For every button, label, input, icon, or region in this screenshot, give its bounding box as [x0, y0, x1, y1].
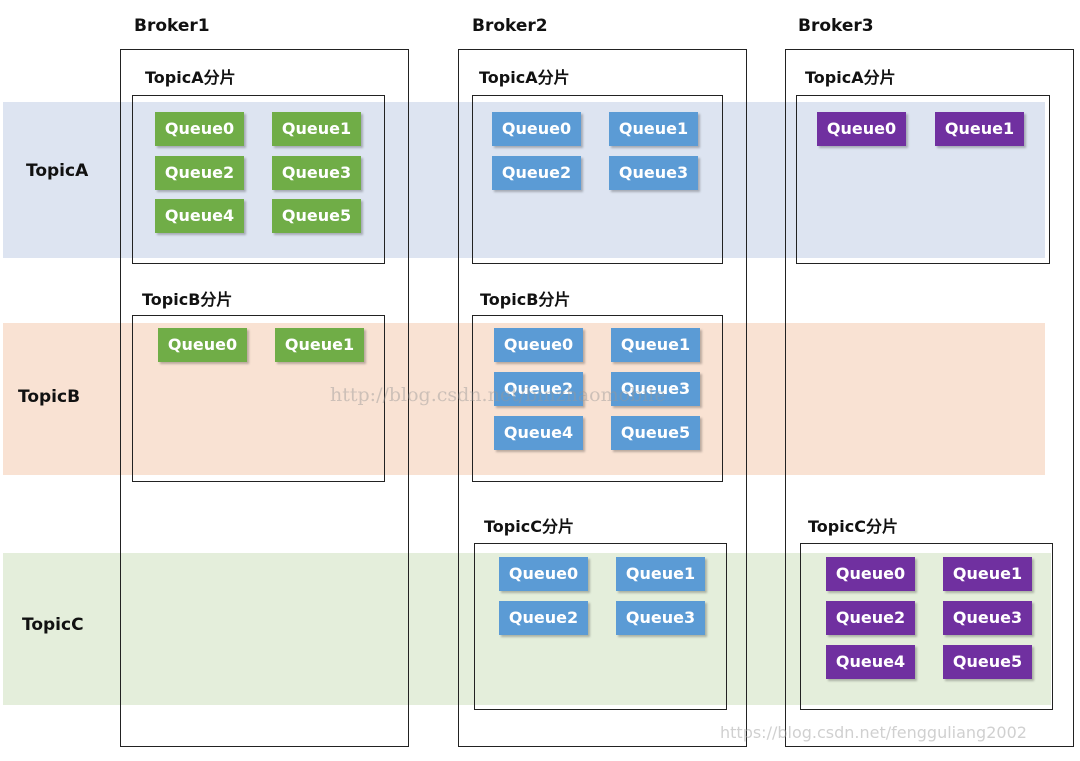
- broker2-topica-queue0: Queue0: [492, 112, 581, 146]
- broker2-topica-queue2: Queue2: [492, 156, 581, 190]
- broker2-topicc-queue1: Queue1: [616, 557, 705, 591]
- watermark-center: http://blog.csdn.net/binzhaomobile: [330, 384, 666, 406]
- broker3-topicc-shard-title: TopicC分片: [808, 517, 898, 536]
- broker3-topicc-queue3: Queue3: [943, 601, 1032, 635]
- topic-c-label: TopicC: [22, 615, 84, 635]
- broker1-topica-queue2: Queue2: [155, 156, 244, 190]
- broker3-topicc-queue4: Queue4: [826, 645, 915, 679]
- broker3-box: [785, 49, 1074, 747]
- broker2-topica-queue3: Queue3: [609, 156, 698, 190]
- broker3-topicc-queue0: Queue0: [826, 557, 915, 591]
- broker2-topicb-queue1: Queue1: [611, 328, 700, 362]
- broker2-topicc-queue2: Queue2: [499, 601, 588, 635]
- broker3-topica-queue1: Queue1: [935, 112, 1024, 146]
- broker1-topica-queue5: Queue5: [272, 199, 361, 233]
- broker1-topica-queue4: Queue4: [155, 199, 244, 233]
- broker2-box: [458, 49, 747, 747]
- watermark-corner: https://blog.csdn.net/fengguliang2002: [720, 723, 1027, 742]
- broker3-title: Broker3: [798, 16, 874, 36]
- broker2-topicb-shard: [472, 315, 723, 482]
- broker1-title: Broker1: [134, 16, 210, 36]
- broker1-box: [120, 49, 409, 747]
- broker1-topicb-queue1: Queue1: [275, 328, 364, 362]
- broker3-topica-shard-title: TopicA分片: [805, 68, 896, 87]
- broker2-topicb-shard-title: TopicB分片: [480, 290, 571, 309]
- broker1-topica-shard-title: TopicA分片: [145, 68, 236, 87]
- broker1-topica-queue3: Queue3: [272, 156, 361, 190]
- topic-a-label: TopicA: [26, 161, 89, 181]
- broker2-topica-queue1: Queue1: [609, 112, 698, 146]
- broker3-topica-queue0: Queue0: [817, 112, 906, 146]
- broker1-topica-queue1: Queue1: [272, 112, 361, 146]
- broker2-topicc-queue3: Queue3: [616, 601, 705, 635]
- broker2-topicb-queue2: Queue2: [494, 372, 583, 406]
- broker2-topicc-shard: [474, 543, 727, 710]
- broker1-topicb-shard-title: TopicB分片: [142, 290, 233, 309]
- broker2-topicc-queue0: Queue0: [499, 557, 588, 591]
- broker3-topicc-shard: [800, 543, 1053, 710]
- broker2-topica-shard: [472, 95, 723, 264]
- broker2-topica-shard-title: TopicA分片: [479, 68, 570, 87]
- broker1-topica-queue0: Queue0: [155, 112, 244, 146]
- broker1-topicb-shard: [132, 315, 385, 482]
- broker2-topicb-queue0: Queue0: [494, 328, 583, 362]
- broker3-topicc-queue2: Queue2: [826, 601, 915, 635]
- broker2-topicc-shard-title: TopicC分片: [484, 517, 574, 536]
- broker3-topicc-queue1: Queue1: [943, 557, 1032, 591]
- broker2-topicb-queue4: Queue4: [494, 416, 583, 450]
- broker2-topicb-queue5: Queue5: [611, 416, 700, 450]
- broker1-topicb-queue0: Queue0: [158, 328, 247, 362]
- broker1-topica-shard: [132, 95, 385, 264]
- topic-b-label: TopicB: [18, 387, 81, 407]
- broker3-topica-shard: [796, 95, 1050, 264]
- broker2-topicb-queue3: Queue3: [611, 372, 700, 406]
- broker2-title: Broker2: [472, 16, 548, 36]
- broker3-topicc-queue5: Queue5: [943, 645, 1032, 679]
